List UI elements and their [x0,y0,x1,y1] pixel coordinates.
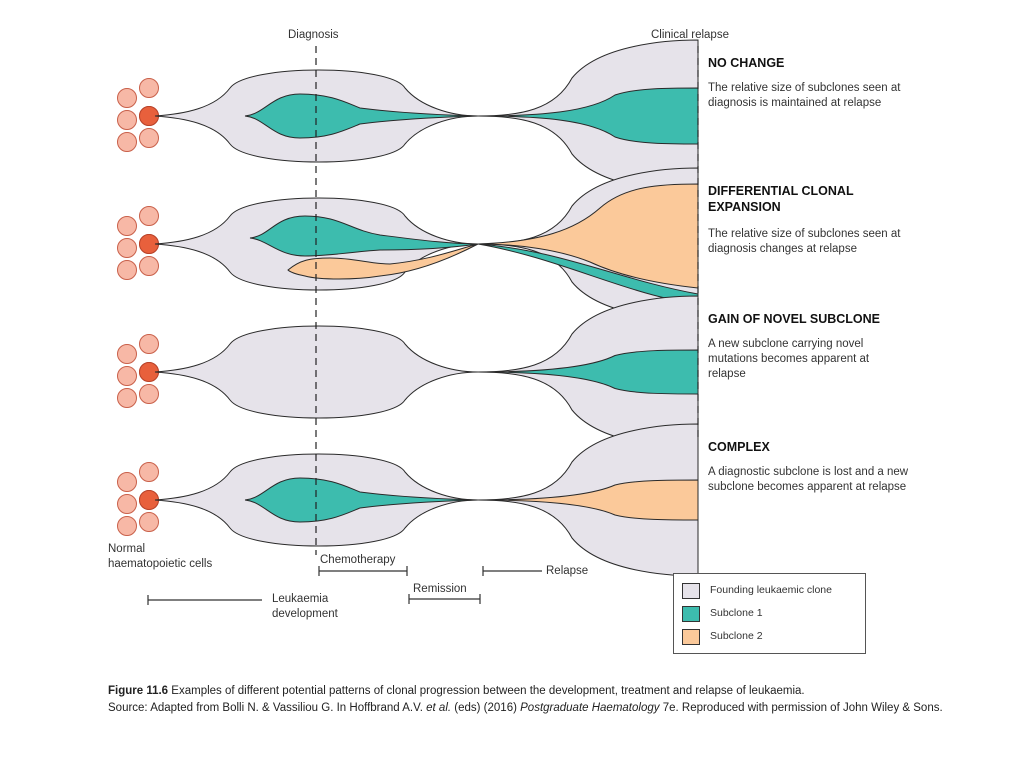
pattern-title-complex: COMPLEX [708,440,770,454]
normal-cell [117,110,137,130]
normal-cell [139,256,159,276]
diagnosis-label: Diagnosis [288,29,339,41]
normal-cell [117,132,137,152]
legend-swatch-founding [682,583,700,599]
figure-label: Figure 11.6 [108,685,169,697]
normal-cell [117,88,137,108]
subclone-2-shape [287,243,479,280]
pattern-description-no-change: The relative size of subclones seen at d… [708,82,901,109]
legend-swatch-subclone-2 [682,629,700,645]
legend-label: Founding leukaemic clone [710,584,832,596]
caption-source-etal: et al. [426,702,452,714]
relapse-label: Relapse [546,565,589,577]
normal-cell [139,512,159,532]
pattern-title-novel-subclone: GAIN OF NOVEL SUBCLONE [708,312,881,326]
legend-swatch-subclone-1 [682,606,700,622]
chemotherapy-bar [318,566,408,576]
normal-cell [139,78,159,98]
normal-cell [139,128,159,148]
figure-caption: Figure 11.6 Examples of different potent… [108,683,988,717]
normal-cell [139,384,159,404]
caption-source-suffix: 7e. Reproduced with permission of John W… [662,702,943,714]
relapse-bar [482,566,542,576]
remission-bar [408,594,481,604]
legend-label: Subclone 2 [710,630,763,642]
normal-cell [117,216,137,236]
pattern-title-differential-expansion: DIFFERENTIAL CLONAL EXPANSION [708,184,854,214]
normal-cell [117,516,137,536]
legend-label: Subclone 1 [710,607,763,619]
caption-source-mid: (eds) (2016) [454,702,517,714]
normal-cell [117,388,137,408]
normal-cell [139,462,159,482]
caption-source-book: Postgraduate Haematology [520,702,660,714]
normal-cell [117,344,137,364]
legend: Founding leukaemic clone Subclone 1 Subc… [673,573,866,654]
normal-cell [117,260,137,280]
subclone-2-relapse [477,479,699,521]
subclone-1-relapse [477,87,699,145]
pattern-title-no-change: NO CHANGE [708,56,785,70]
pattern-description-novel-subclone: A new subclone carrying novel mutations … [708,338,870,380]
caption-source-prefix: Source: Adapted from Bolli N. & Vassilio… [108,702,423,714]
normal-cell [117,366,137,386]
chemotherapy-label: Chemotherapy [320,554,396,566]
normal-cell [139,206,159,226]
normal-cell [117,494,137,514]
leukaemia-development-bar [147,595,262,605]
leukaemia-development-label: Leukaemia development [272,593,338,620]
normal-cell [117,472,137,492]
normal-cells-label: Normal haematopoietic cells [108,543,213,570]
caption-text: Examples of different potential patterns… [171,685,805,697]
remission-label: Remission [413,583,467,595]
pattern-description-differential-expansion: The relative size of subclones seen at d… [708,228,901,255]
normal-cell [139,334,159,354]
clinical-relapse-label: Clinical relapse [651,29,729,41]
normal-cell [117,238,137,258]
pattern-description-complex: A diagnostic subclone is lost and a new … [708,466,909,493]
